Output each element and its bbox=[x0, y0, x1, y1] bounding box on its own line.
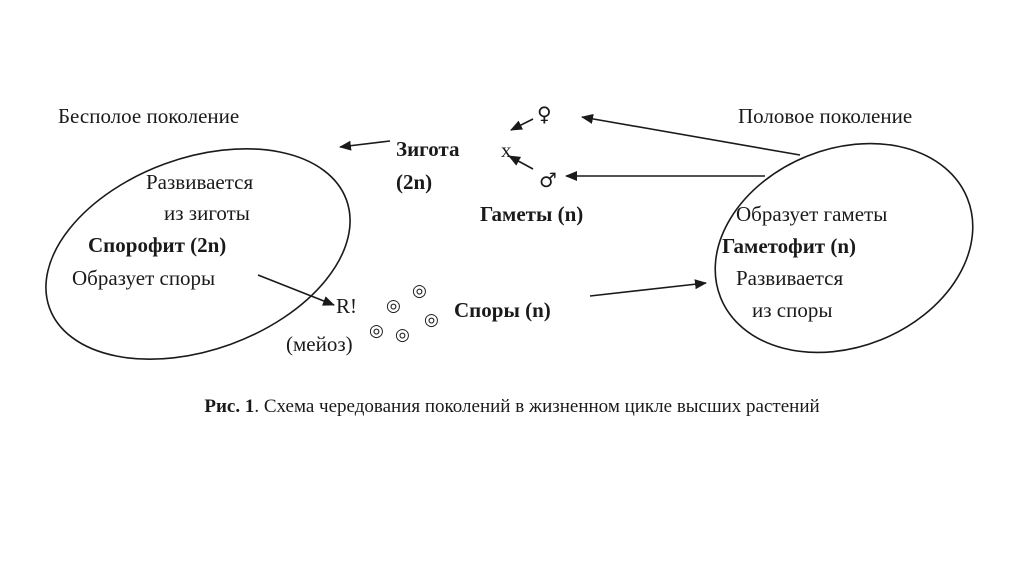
figure-caption: Рис. 1. Схема чередования поколений в жи… bbox=[0, 396, 1024, 418]
spore-icon: ◎ bbox=[386, 296, 401, 316]
sporophyte-develops-label: Развивается bbox=[146, 170, 254, 194]
gametophyte-name: Гаметофит (n) bbox=[722, 234, 857, 258]
zygote-ploidy-label: (2n) bbox=[396, 170, 433, 194]
sporophyte-ellipse bbox=[45, 148, 351, 360]
gametophyte-from-spore-label: из споры bbox=[752, 298, 833, 322]
sporophyte-forms-spores-label: Образует споры bbox=[72, 266, 216, 290]
arrow-egg-to-cross bbox=[510, 118, 534, 131]
figure-caption-prefix: Рис. 1 bbox=[204, 396, 255, 417]
gametophyte-forms-gametes-label: Образует гаметы bbox=[736, 202, 888, 226]
arrow-spores-to-gametophyte bbox=[589, 279, 707, 297]
gametophyte-develops-label: Развивается bbox=[736, 266, 844, 290]
arrow-sperm-to-cross bbox=[508, 155, 534, 170]
zygote-label: Зигота bbox=[396, 137, 460, 161]
sporophyte-from-zygote-label: из зиготы bbox=[164, 201, 250, 225]
male-symbol-icon: ♂ bbox=[539, 168, 557, 192]
figure-caption-text: . Схема чередования поколений в жизненно… bbox=[254, 396, 820, 417]
cross-symbol: x bbox=[501, 138, 512, 162]
meiosis-label: (мейоз) bbox=[286, 332, 353, 356]
meiosis-symbol: R! bbox=[336, 294, 357, 318]
spore-icon: ◎ bbox=[395, 325, 410, 345]
spore-icon: ◎ bbox=[369, 321, 384, 341]
sexual-generation-title: Половое поколение bbox=[738, 104, 913, 128]
gametes-label: Гаметы (n) bbox=[480, 202, 584, 226]
arrow-gametophyte-to-egg bbox=[581, 113, 801, 156]
spore-icon: ◎ bbox=[412, 281, 427, 301]
spore-icon: ◎ bbox=[424, 310, 439, 330]
sporophyte-name: Спорофит (2n) bbox=[88, 233, 227, 257]
spores-label: Споры (n) bbox=[454, 298, 551, 322]
arrow-zygote-to-sporophyte bbox=[339, 140, 391, 151]
asexual-generation-title: Бесполое поколение bbox=[58, 104, 240, 128]
female-symbol-icon: ♀ bbox=[537, 102, 552, 126]
arrow-sporophyte-to-meiosis bbox=[257, 274, 335, 306]
gametophyte-ellipse bbox=[714, 142, 974, 354]
